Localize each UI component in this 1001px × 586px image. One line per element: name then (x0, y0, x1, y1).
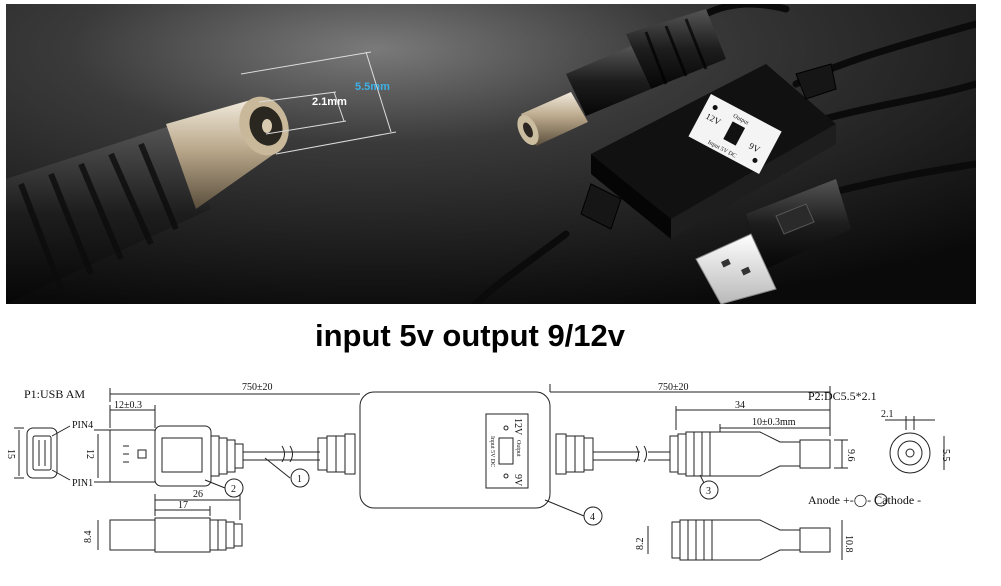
callout-3-label: 3 (706, 486, 711, 497)
box-label-9v: 9V (747, 141, 762, 155)
drawing-box-9v: 9V (512, 474, 523, 487)
usb-bottom-view (109, 517, 243, 553)
dim-17: 17 (178, 500, 188, 511)
dim-outer-diameter: 5.5mm (355, 81, 390, 93)
dim-10-tol: 10±0.3mm (752, 417, 796, 428)
converter-box: 12V 9V Output Input 5V DC (591, 64, 836, 239)
callout-4 (583, 506, 603, 526)
strain-relief (580, 63, 837, 230)
usb-plug-product (695, 179, 851, 304)
dim-5-5: 5.5 (940, 449, 951, 462)
dc-front-view (889, 432, 931, 474)
callout-3 (699, 480, 719, 500)
dim-2-1: 2.1 (881, 409, 894, 420)
drawing-box-output: Output (515, 440, 521, 457)
dim-12-tol: 12±0.3 (114, 400, 142, 411)
callout-1-label: 1 (297, 474, 302, 485)
pin4-label: PIN4 (72, 420, 93, 431)
drawing-box-12v: 12V (512, 418, 523, 436)
converter-cable (472, 4, 976, 304)
dc-plug-side-view (669, 431, 831, 477)
polarity-label: Anode +-◯- Cathode - (808, 493, 921, 507)
dc-plug-product (517, 9, 726, 146)
callout-4-label: 4 (590, 512, 595, 523)
converter-box-outline (359, 391, 551, 509)
p1-label: P1:USB AM (24, 387, 85, 401)
drawing-box-input: Input 5V DC (489, 436, 495, 467)
pin1-label: PIN1 (72, 478, 93, 489)
dc-plug-bottom-view (671, 519, 831, 561)
dim-8-4: 8.4 (83, 531, 94, 544)
callout-1 (290, 468, 310, 488)
dim-inner-diameter: 2.1mm (312, 96, 347, 108)
dim-750-left: 750±20 (242, 382, 273, 393)
headline: input 5v output 9/12v (314, 318, 626, 353)
dim-10-8: 10.8 (843, 535, 854, 553)
callout-2-label: 2 (231, 484, 236, 495)
dim-750-right: 750±20 (658, 382, 689, 393)
p2-label: P2:DC5.5*2.1 (808, 389, 877, 403)
dim-8-2: 8.2 (635, 538, 646, 551)
callout-2 (224, 478, 244, 498)
dim-9-6: 9.6 (845, 449, 856, 462)
dim-15: 15 (5, 449, 16, 459)
usb-front-view (26, 427, 58, 479)
dim-34: 34 (735, 400, 745, 411)
plug-dimension-lines (240, 51, 397, 155)
dc-plug-closeup (6, 96, 289, 304)
technical-drawing: 1 2 3 4 P1:USB AM PIN4 PIN1 15 12 12±0.3… (5, 382, 951, 561)
product-photo: 5.5mm 2.1mm 12V 9V Output (6, 4, 976, 304)
dim-12: 12 (84, 449, 95, 459)
dim-26: 26 (193, 489, 203, 500)
usb-side-view (109, 425, 290, 487)
